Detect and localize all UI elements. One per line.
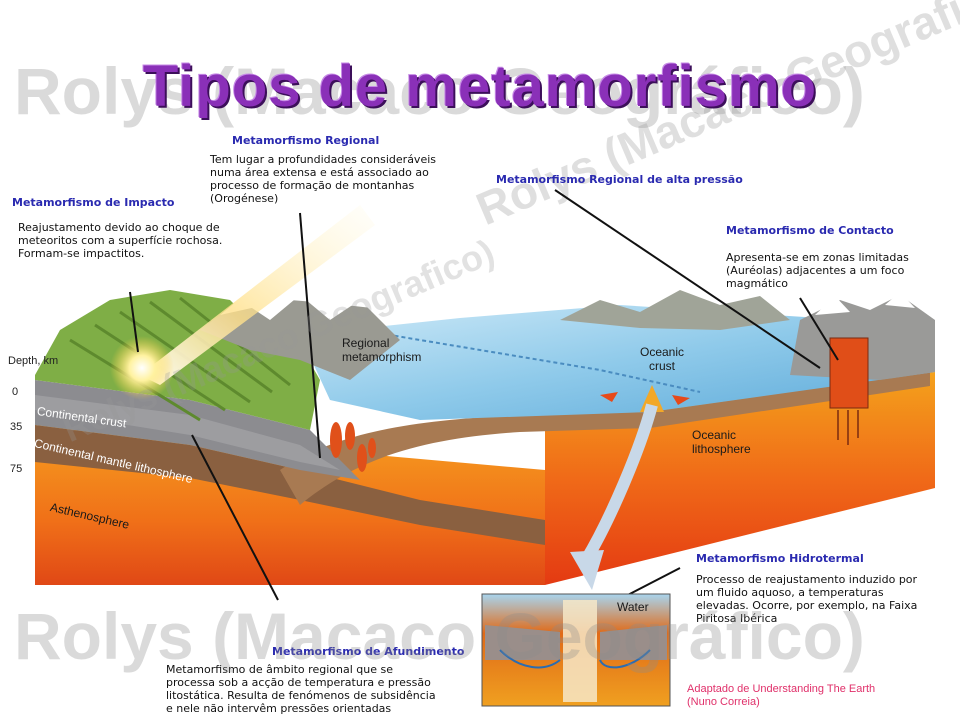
oceanic-crust-label: Oceanic crust [640,345,684,373]
label-line: lithosphere [692,442,751,456]
annotation-afundimento: Metamorfismo de Afundimento Metamorfismo… [166,645,465,715]
annotation-line: numa área extensa e está associado ao [210,166,429,179]
annotation-line: litostática. Resulta de fenómenos de sub… [166,689,436,702]
annotation-alta-pressao: Metamorfismo Regional de alta pressão [496,173,743,186]
annotation-heading: Metamorfismo Hidrotermal [696,552,864,565]
annotation-line: magmático [726,277,789,290]
credit-line: Adaptado de Understanding The Earth [687,683,876,695]
annotation-heading: Metamorfismo Regional [232,134,380,147]
annotation-line: Processo de reajustamento induzido por [696,573,918,586]
credit-line: (Nuno Correia) [687,696,760,708]
annotation-line: processa sob a acção de temperatura e pr… [166,676,431,689]
water-label: Water [617,600,649,614]
label-line: metamorphism [342,350,422,364]
label-line: crust [649,359,676,373]
depth-tick: 0 [12,386,19,398]
annotation-line: Reajustamento devido ao choque de [18,221,220,234]
annotation-regional: Metamorfismo Regional Tem lugar a profun… [210,134,436,205]
label-line: Regional [342,336,390,350]
page-title: Tipos de metamorfismo [142,54,818,119]
annotation-line: Apresenta-se em zonas limitadas [726,251,909,264]
annotation-line: (Auréolas) adjacentes a um foco [726,264,905,277]
watermark-top: Rolys (Macaco Geográfico) [14,54,865,128]
annotation-line: Piritosa Ibérica [696,612,778,625]
annotation-line: e nele não intervêm pressões orientadas [166,702,392,715]
annotation-heading: Metamorfismo de Contacto [726,224,894,237]
depth-tick: 75 [10,463,23,475]
watermark-bottom: Rolys (Macaco Geográfico) [14,599,865,673]
annotation-hidrotermal: Metamorfismo Hidrotermal Processo de rea… [696,552,917,625]
oceanic-lithosphere-label: Oceanic lithosphere [692,428,751,456]
depth-axis-title: Depth, km [8,355,59,367]
annotation-line: elevadas. Ocorre, por exemplo, na Faixa [696,599,918,612]
annotation-impacto: Metamorfismo de Impacto Reajustamento de… [12,196,222,260]
annotation-heading: Metamorfismo de Afundimento [272,645,465,658]
annotation-line: processo de formação de montanhas [210,179,415,192]
depth-tick: 35 [10,421,23,433]
annotation-line: Metamorfismo de âmbito regional que se [166,663,393,676]
label-line: Oceanic [640,345,685,359]
annotation-line: (Orogénese) [210,192,279,205]
regional-metamorphism-label: Regional metamorphism [342,336,421,364]
annotation-line: Formam-se impactitos. [18,247,145,260]
annotation-line: meteoritos com a superfície rochosa. [18,234,223,247]
source-credit: Adaptado de Understanding The Earth (Nun… [687,683,875,709]
annotation-heading: Metamorfismo de Impacto [12,196,175,209]
annotation-contacto: Metamorfismo de Contacto Apresenta-se em… [726,224,909,290]
annotation-line: um fluido aquoso, a temperaturas [696,586,884,599]
annotation-line: Tem lugar a profundidades consideráveis [210,153,436,166]
label-line: Oceanic [692,428,737,442]
